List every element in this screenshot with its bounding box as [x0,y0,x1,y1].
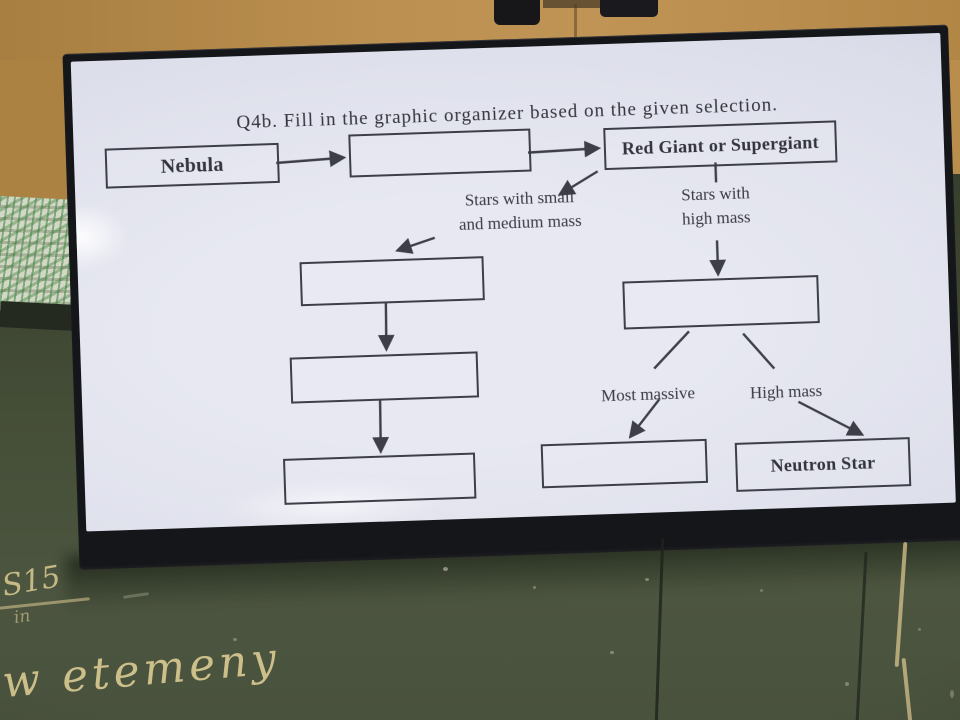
connector-red-giant-tick [714,162,718,183]
label-small-medium-mass: Stars with small and medium mass [425,184,614,238]
node-neutron-star: Neutron Star [734,437,912,492]
node-blank-left-3 [283,452,477,505]
chalk-writing-small: in [12,605,32,629]
connector-left2-to-left3 [372,398,389,454]
node-red-giant: Red Giant or Supergiant [603,120,838,171]
node-blank-protostar [348,128,532,178]
label-high-mass-line2: high mass [681,207,751,229]
tv-mount-pole [574,4,577,40]
chalk-speck [760,589,763,592]
chalk-speck [918,628,921,631]
chalk-speck [950,690,954,698]
connector-blank-to-red-giant [527,140,602,158]
chalk-speck [845,682,849,686]
connector-pointer-small-medium [557,170,599,196]
chalk-speck [443,567,448,571]
tv-mount-bracket-left [494,0,540,25]
connector-nebula-to-blank [276,150,347,168]
connector-high-mass-to-neutron [797,400,865,436]
cable-beige-lower [901,657,913,720]
node-blank-right [622,275,820,330]
tv-mount-bracket-right [600,0,658,17]
node-blank-left-2 [289,351,480,404]
chalk-speck [610,651,614,654]
connector-most-massive-down [628,398,661,439]
connector-right-box-right-branch [742,332,776,370]
tv: Q4b. Fill in the graphic organizer based… [62,10,960,613]
board-ledge [0,301,77,331]
tv-mount-bar [543,0,603,8]
diagram-connectors-svg [276,140,865,454]
chalk-speck [233,638,237,641]
connector-high-mass-down [709,240,727,277]
node-blank-most-massive [540,438,709,489]
connector-right-box-left-branch [653,330,690,370]
node-nebula: Nebula [104,142,280,189]
connector-small-medium-down [395,236,436,254]
node-nebula-label: Nebula [160,153,225,178]
connector-left1-to-left2 [377,301,395,352]
node-blank-left-1 [299,256,485,307]
node-neutron-star-label: Neutron Star [770,452,876,476]
label-high-mass-branch: Stars with high mass [639,180,793,233]
chalk-speck [533,586,536,589]
graphic-organizer: Q4b. Fill in the graphic organizer based… [62,10,960,569]
chalk-writing-bottom: w etemeny [0,632,283,709]
label-high-mass: High mass [749,380,823,403]
chalk-writing-top: S15 [0,559,64,604]
node-red-giant-label: Red Giant or Supergiant [621,131,820,158]
chalk-speck [645,578,649,581]
